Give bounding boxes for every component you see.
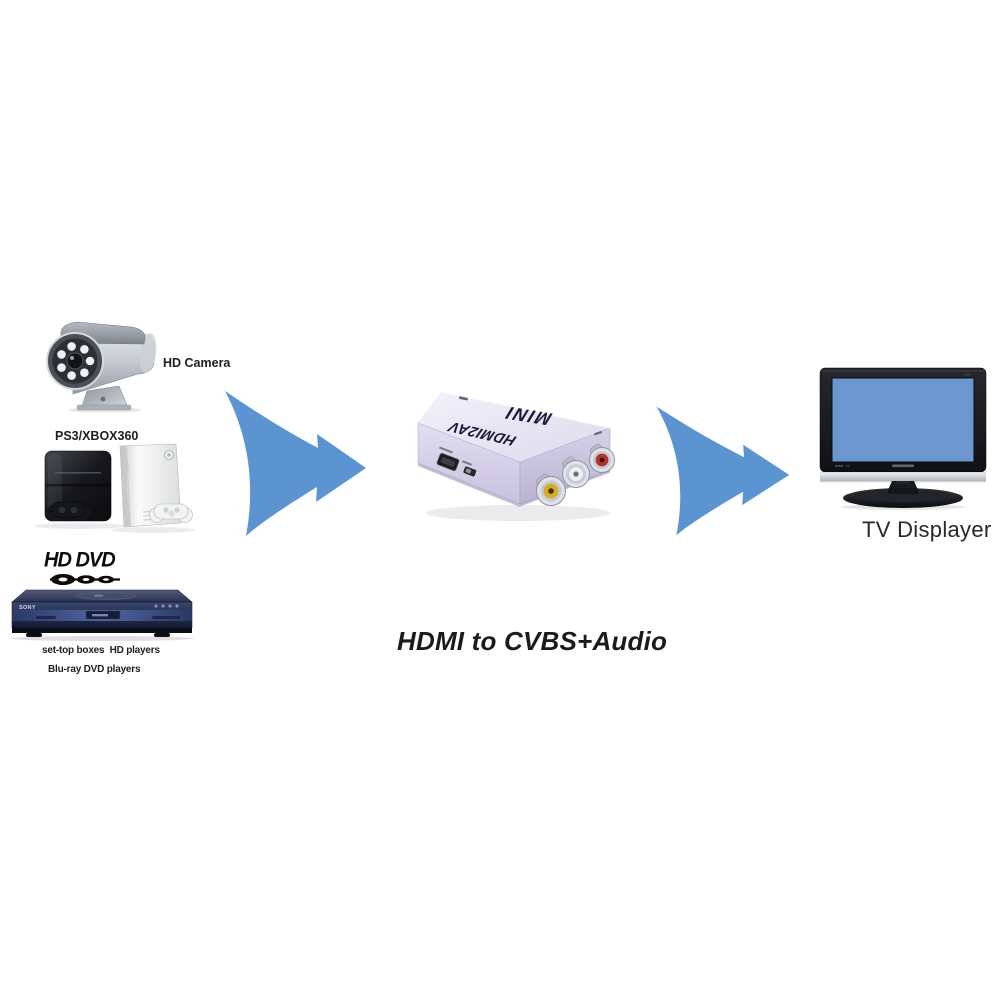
xbox-controller-icon — [149, 503, 193, 523]
dvd-buttons — [154, 604, 179, 608]
dvd-tray-circle — [75, 592, 137, 600]
players-caption-line2: Blu-ray DVD players — [48, 664, 141, 675]
game-consoles-icon — [34, 443, 195, 533]
tv-stand — [843, 481, 963, 508]
camera-lens-glint — [70, 356, 74, 360]
flow-arrow-right-icon — [656, 406, 790, 536]
camera-label: HD Camera — [163, 356, 231, 370]
tv-label: TV Displayer — [862, 517, 992, 542]
dvd-brand-label: SONY — [19, 605, 36, 611]
rca-jack-red — [589, 443, 615, 473]
tv-brand-badge — [892, 464, 914, 468]
tv-screen — [831, 377, 975, 463]
rca-jack-white — [562, 456, 590, 488]
hd-dvd-logo-text: HD DVD — [44, 547, 116, 572]
pal-ntsc-switch — [461, 460, 477, 477]
hd-camera-icon — [46, 321, 157, 412]
camera-bracket-base — [76, 404, 132, 411]
tv-silver-strip — [820, 472, 986, 481]
camera-bracket-bolt — [100, 396, 106, 402]
usb-port — [436, 446, 460, 472]
players-caption-line1: set-top boxes HD players — [42, 645, 160, 656]
hd-dvd-logo: HD DVD — [44, 549, 122, 588]
diagram-title: HDMI to CVBS+Audio — [397, 626, 668, 656]
consoles-label: PS3/XBOX360 — [55, 429, 139, 443]
ps3-controller-icon — [46, 501, 90, 521]
hd-dvd-discs-icon — [50, 574, 120, 585]
converter-shadow — [426, 505, 610, 521]
dvd-base — [12, 628, 192, 633]
camera-lens-icon — [66, 352, 84, 370]
tv-icon — [819, 367, 987, 510]
flow-arrow-left-icon — [225, 391, 366, 536]
dvd-player-icon: SONY — [10, 589, 194, 641]
camera-ir-leds — [57, 342, 95, 380]
rca-jack-yellow — [535, 473, 566, 506]
hdmi2av-converter-icon: MINI HDMI2AV — [417, 391, 615, 521]
